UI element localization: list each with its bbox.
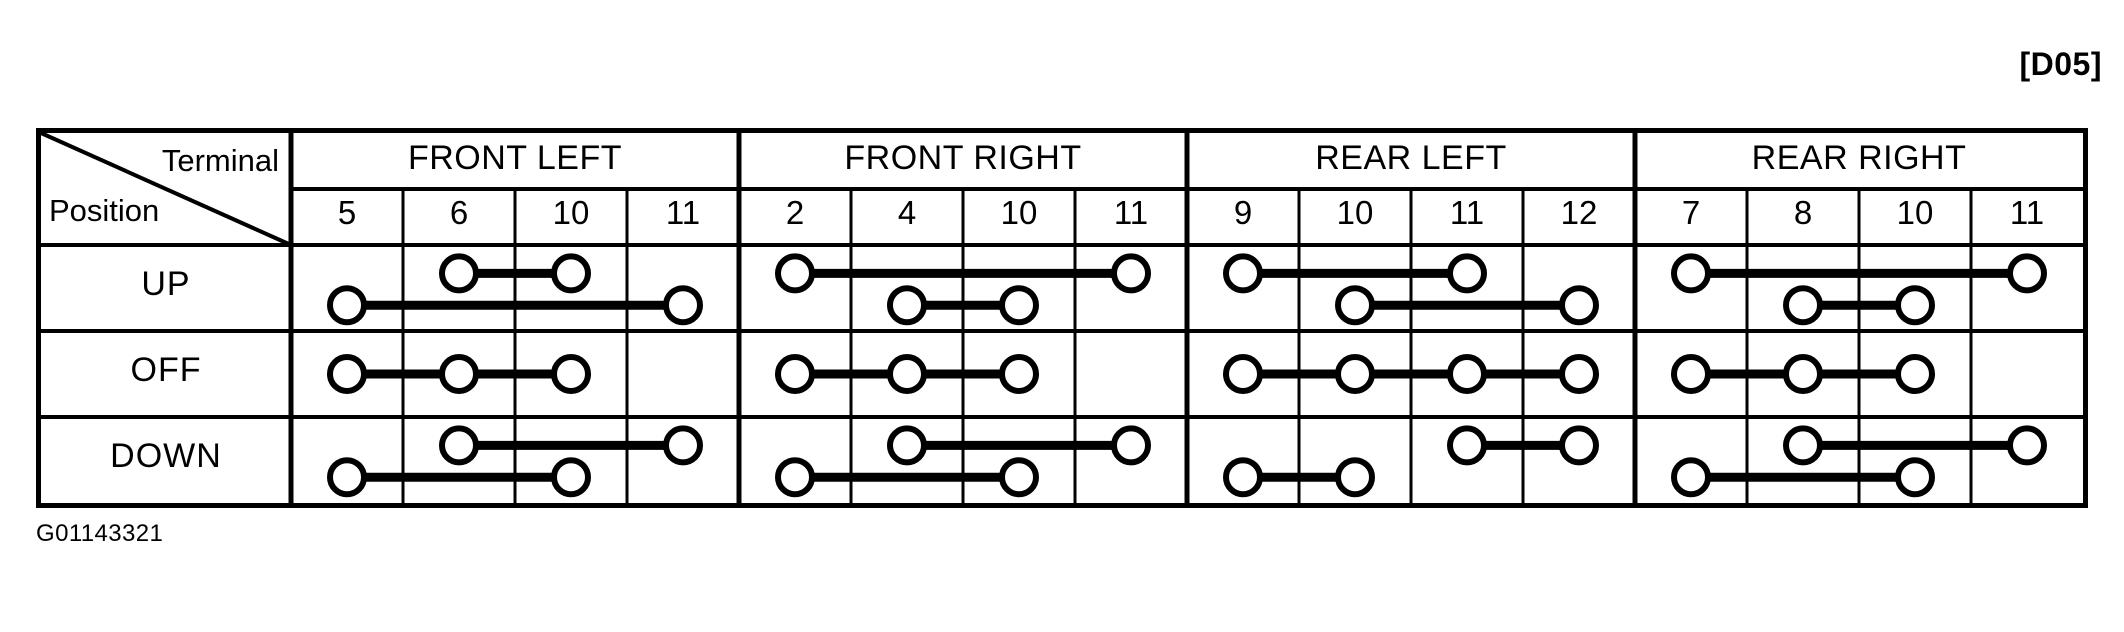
terminal-node-rear-right-10 xyxy=(1895,354,1935,394)
terminal-node-front-right-11 xyxy=(1111,253,1151,294)
terminal-node-front-right-10 xyxy=(999,285,1039,326)
corner-terminal-label: Terminal xyxy=(161,143,279,178)
row-label-off: OFF xyxy=(130,351,202,389)
component-code-label: [D05] xyxy=(2019,46,2102,82)
group-header-rear-right: REAR RIGHT xyxy=(1751,139,1967,177)
corner-diagonal xyxy=(40,131,292,247)
terminal-number-rear-right-11: 11 xyxy=(2009,194,2045,231)
terminal-node-rear-left-10 xyxy=(1335,457,1375,498)
terminal-node-rear-left-11 xyxy=(1447,354,1487,394)
terminal-node-front-left-5 xyxy=(327,285,367,326)
terminal-node-front-right-4 xyxy=(887,425,927,466)
terminal-node-rear-right-10 xyxy=(1895,457,1935,498)
terminal-node-rear-left-11 xyxy=(1447,253,1487,294)
group-header-rear-left: REAR LEFT xyxy=(1315,139,1507,177)
terminal-node-front-left-6 xyxy=(439,253,479,294)
terminal-node-rear-left-9 xyxy=(1223,354,1263,394)
terminal-node-front-right-4 xyxy=(887,285,927,326)
terminal-node-front-left-5 xyxy=(327,354,367,394)
terminal-number-front-right-2: 2 xyxy=(785,194,805,231)
terminal-node-rear-left-9 xyxy=(1223,457,1263,498)
terminal-node-front-right-2 xyxy=(775,253,815,294)
terminal-node-front-left-11 xyxy=(663,425,703,466)
terminal-node-front-left-10 xyxy=(551,354,591,394)
terminal-number-rear-left-10: 10 xyxy=(1336,194,1374,231)
terminal-node-front-right-4 xyxy=(887,354,927,394)
terminal-node-front-left-5 xyxy=(327,457,367,498)
terminal-number-front-left-5: 5 xyxy=(337,194,357,231)
terminal-number-front-right-4: 4 xyxy=(897,194,917,231)
terminal-node-front-left-6 xyxy=(439,354,479,394)
terminal-number-front-left-11: 11 xyxy=(665,194,701,231)
terminal-node-front-right-2 xyxy=(775,354,815,394)
terminal-node-rear-right-11 xyxy=(2007,253,2047,294)
terminal-node-rear-right-11 xyxy=(2007,425,2047,466)
terminal-number-rear-left-9: 9 xyxy=(1233,194,1253,231)
terminal-number-rear-left-12: 12 xyxy=(1560,194,1598,231)
terminal-number-rear-right-10: 10 xyxy=(1896,194,1934,231)
terminal-number-rear-left-11: 11 xyxy=(1449,194,1485,231)
terminal-number-rear-right-7: 7 xyxy=(1681,194,1701,231)
terminal-node-front-left-10 xyxy=(551,457,591,498)
terminal-node-front-right-10 xyxy=(999,354,1039,394)
terminal-node-rear-right-7 xyxy=(1671,457,1711,498)
terminal-node-rear-left-9 xyxy=(1223,253,1263,294)
corner-position-label: Position xyxy=(49,193,160,228)
terminal-node-rear-right-10 xyxy=(1895,285,1935,326)
terminal-number-front-left-10: 10 xyxy=(552,194,590,231)
terminal-node-rear-left-11 xyxy=(1447,425,1487,466)
terminal-node-front-right-2 xyxy=(775,457,815,498)
row-label-down: DOWN xyxy=(110,437,222,475)
terminal-node-front-left-11 xyxy=(663,285,703,326)
terminal-node-rear-right-8 xyxy=(1783,354,1823,394)
terminal-number-front-left-6: 6 xyxy=(449,194,469,231)
terminal-node-rear-right-7 xyxy=(1671,354,1711,394)
terminal-node-front-left-6 xyxy=(439,425,479,466)
terminal-node-rear-left-12 xyxy=(1559,425,1599,466)
terminal-node-rear-left-12 xyxy=(1559,354,1599,394)
terminal-number-front-right-11: 11 xyxy=(1113,194,1149,231)
terminal-node-rear-right-7 xyxy=(1671,253,1711,294)
figure-id-caption: G01143321 xyxy=(36,520,164,547)
terminal-node-front-left-10 xyxy=(551,253,591,294)
terminal-number-rear-right-8: 8 xyxy=(1793,194,1813,231)
terminal-number-front-right-10: 10 xyxy=(1000,194,1038,231)
terminal-node-front-right-10 xyxy=(999,457,1039,498)
terminal-node-rear-right-8 xyxy=(1783,425,1823,466)
group-header-front-left: FRONT LEFT xyxy=(407,139,623,177)
row-label-up: UP xyxy=(141,265,191,303)
terminal-node-front-right-11 xyxy=(1111,425,1151,466)
terminal-node-rear-right-8 xyxy=(1783,285,1823,326)
terminal-node-rear-left-12 xyxy=(1559,285,1599,326)
group-header-front-right: FRONT RIGHT xyxy=(844,139,1082,177)
terminal-node-rear-left-10 xyxy=(1335,354,1375,394)
terminal-node-rear-left-10 xyxy=(1335,285,1375,326)
table-grid xyxy=(40,131,2083,503)
